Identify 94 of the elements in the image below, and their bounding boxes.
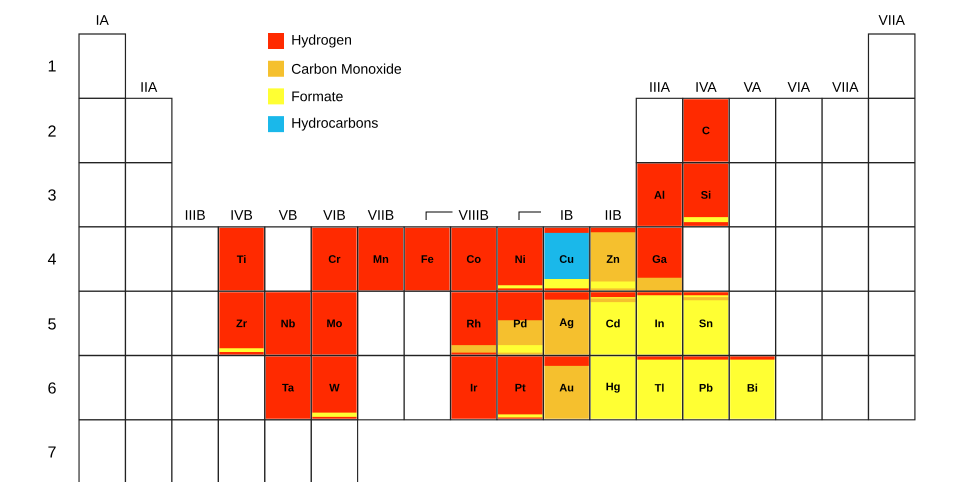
empty-cell [357, 354, 405, 420]
legend-label: Hydrogen [292, 34, 351, 48]
element-cell: Mo [310, 290, 358, 356]
empty-cell [868, 226, 916, 292]
empty-cell [171, 226, 219, 292]
group-label: VA [742, 81, 762, 93]
empty-cell [775, 98, 823, 164]
period-number: 6 [48, 382, 56, 394]
group-label: IA [94, 14, 110, 26]
legend-label: Formate [292, 92, 343, 102]
empty-cell [821, 162, 870, 228]
empty-cell [821, 290, 870, 356]
element-cell: Co [450, 226, 498, 292]
empty-cell [868, 354, 916, 420]
empty-cell [78, 290, 126, 356]
period-number: 2 [48, 125, 56, 137]
empty-cell [171, 419, 219, 482]
group-label: VIIIB [458, 209, 490, 221]
empty-cell [821, 226, 870, 292]
element-cell: Ir [450, 354, 498, 420]
element-cell: C [682, 98, 730, 164]
element-cell: Ti [218, 226, 266, 292]
group-label: VIB [322, 209, 347, 221]
group-label: VIIA [831, 81, 860, 93]
empty-cell [78, 98, 126, 164]
empty-cell [124, 290, 172, 356]
element-cell: Au [542, 354, 590, 420]
empty-cell [124, 419, 172, 482]
element-cell: Sn [682, 290, 730, 356]
group-label: IVB [229, 209, 254, 221]
element-cell: Hg [589, 354, 637, 420]
empty-cell [868, 290, 916, 356]
period-number: 1 [48, 60, 56, 72]
empty-cell [775, 162, 823, 228]
element-cell: Bi [728, 354, 776, 420]
group-label: VIA [786, 81, 812, 93]
element-cell: Al [636, 162, 684, 228]
element-cell: Cr [310, 226, 358, 292]
empty-cell [78, 419, 126, 482]
empty-cell [821, 98, 870, 164]
element-cell: Pd [496, 290, 544, 356]
group-label: VIIA [877, 14, 906, 26]
empty-cell [728, 162, 776, 228]
group-label: IIA [139, 81, 158, 93]
empty-cell [124, 162, 172, 228]
element-cell: Mn [357, 226, 405, 292]
element-cell: In [636, 290, 684, 356]
group-label: IIIB [184, 209, 207, 221]
empty-cell [728, 98, 776, 164]
empty-cell [171, 290, 219, 356]
element-cell: W [310, 354, 358, 420]
period-number: 5 [48, 318, 56, 330]
group-label: IVA [694, 81, 718, 93]
period-number: 7 [48, 446, 56, 458]
empty-cell [78, 162, 126, 228]
empty-cell [775, 290, 823, 356]
element-cell: Ni [496, 226, 544, 292]
group-label: VB [278, 209, 298, 221]
empty-cell [821, 354, 870, 420]
element-cell: Rh [450, 290, 498, 356]
element-cell: Pb [682, 354, 730, 420]
empty-cell [124, 354, 172, 420]
element-cell: Ta [264, 354, 312, 420]
element-cell: Ga [636, 226, 684, 292]
element-cell: Nb [264, 290, 312, 356]
element-cell: Si [682, 162, 730, 228]
empty-cell [775, 226, 823, 292]
empty-cell [403, 354, 452, 420]
empty-cell [124, 98, 172, 164]
empty-cell [78, 354, 126, 420]
group-label: VIIB [366, 209, 396, 221]
empty-cell [868, 162, 916, 228]
element-cell: Pt [496, 354, 544, 420]
empty-cell [78, 226, 126, 292]
legend-label: Hydrocarbons [292, 118, 378, 131]
empty-cell [868, 98, 916, 164]
legend-label: Carbon Monoxide [292, 64, 402, 74]
period-number: 3 [48, 189, 56, 201]
empty-cell [171, 354, 219, 420]
empty-cell [728, 226, 776, 292]
element-cell: Fe [403, 226, 452, 292]
empty-cell [124, 226, 172, 292]
empty-cell [78, 33, 126, 99]
period-number: 4 [48, 254, 56, 264]
element-cell: Cd [589, 290, 637, 356]
group-label: IIIA [648, 81, 671, 93]
empty-cell [775, 354, 823, 420]
group-label: IB [559, 209, 574, 221]
element-cell: Zr [218, 290, 266, 356]
element-cell: Tl [636, 354, 684, 420]
element-cell: Zn [589, 226, 637, 292]
empty-cell [868, 33, 916, 99]
empty-cell [218, 419, 266, 482]
group-label: IIB [604, 209, 623, 221]
